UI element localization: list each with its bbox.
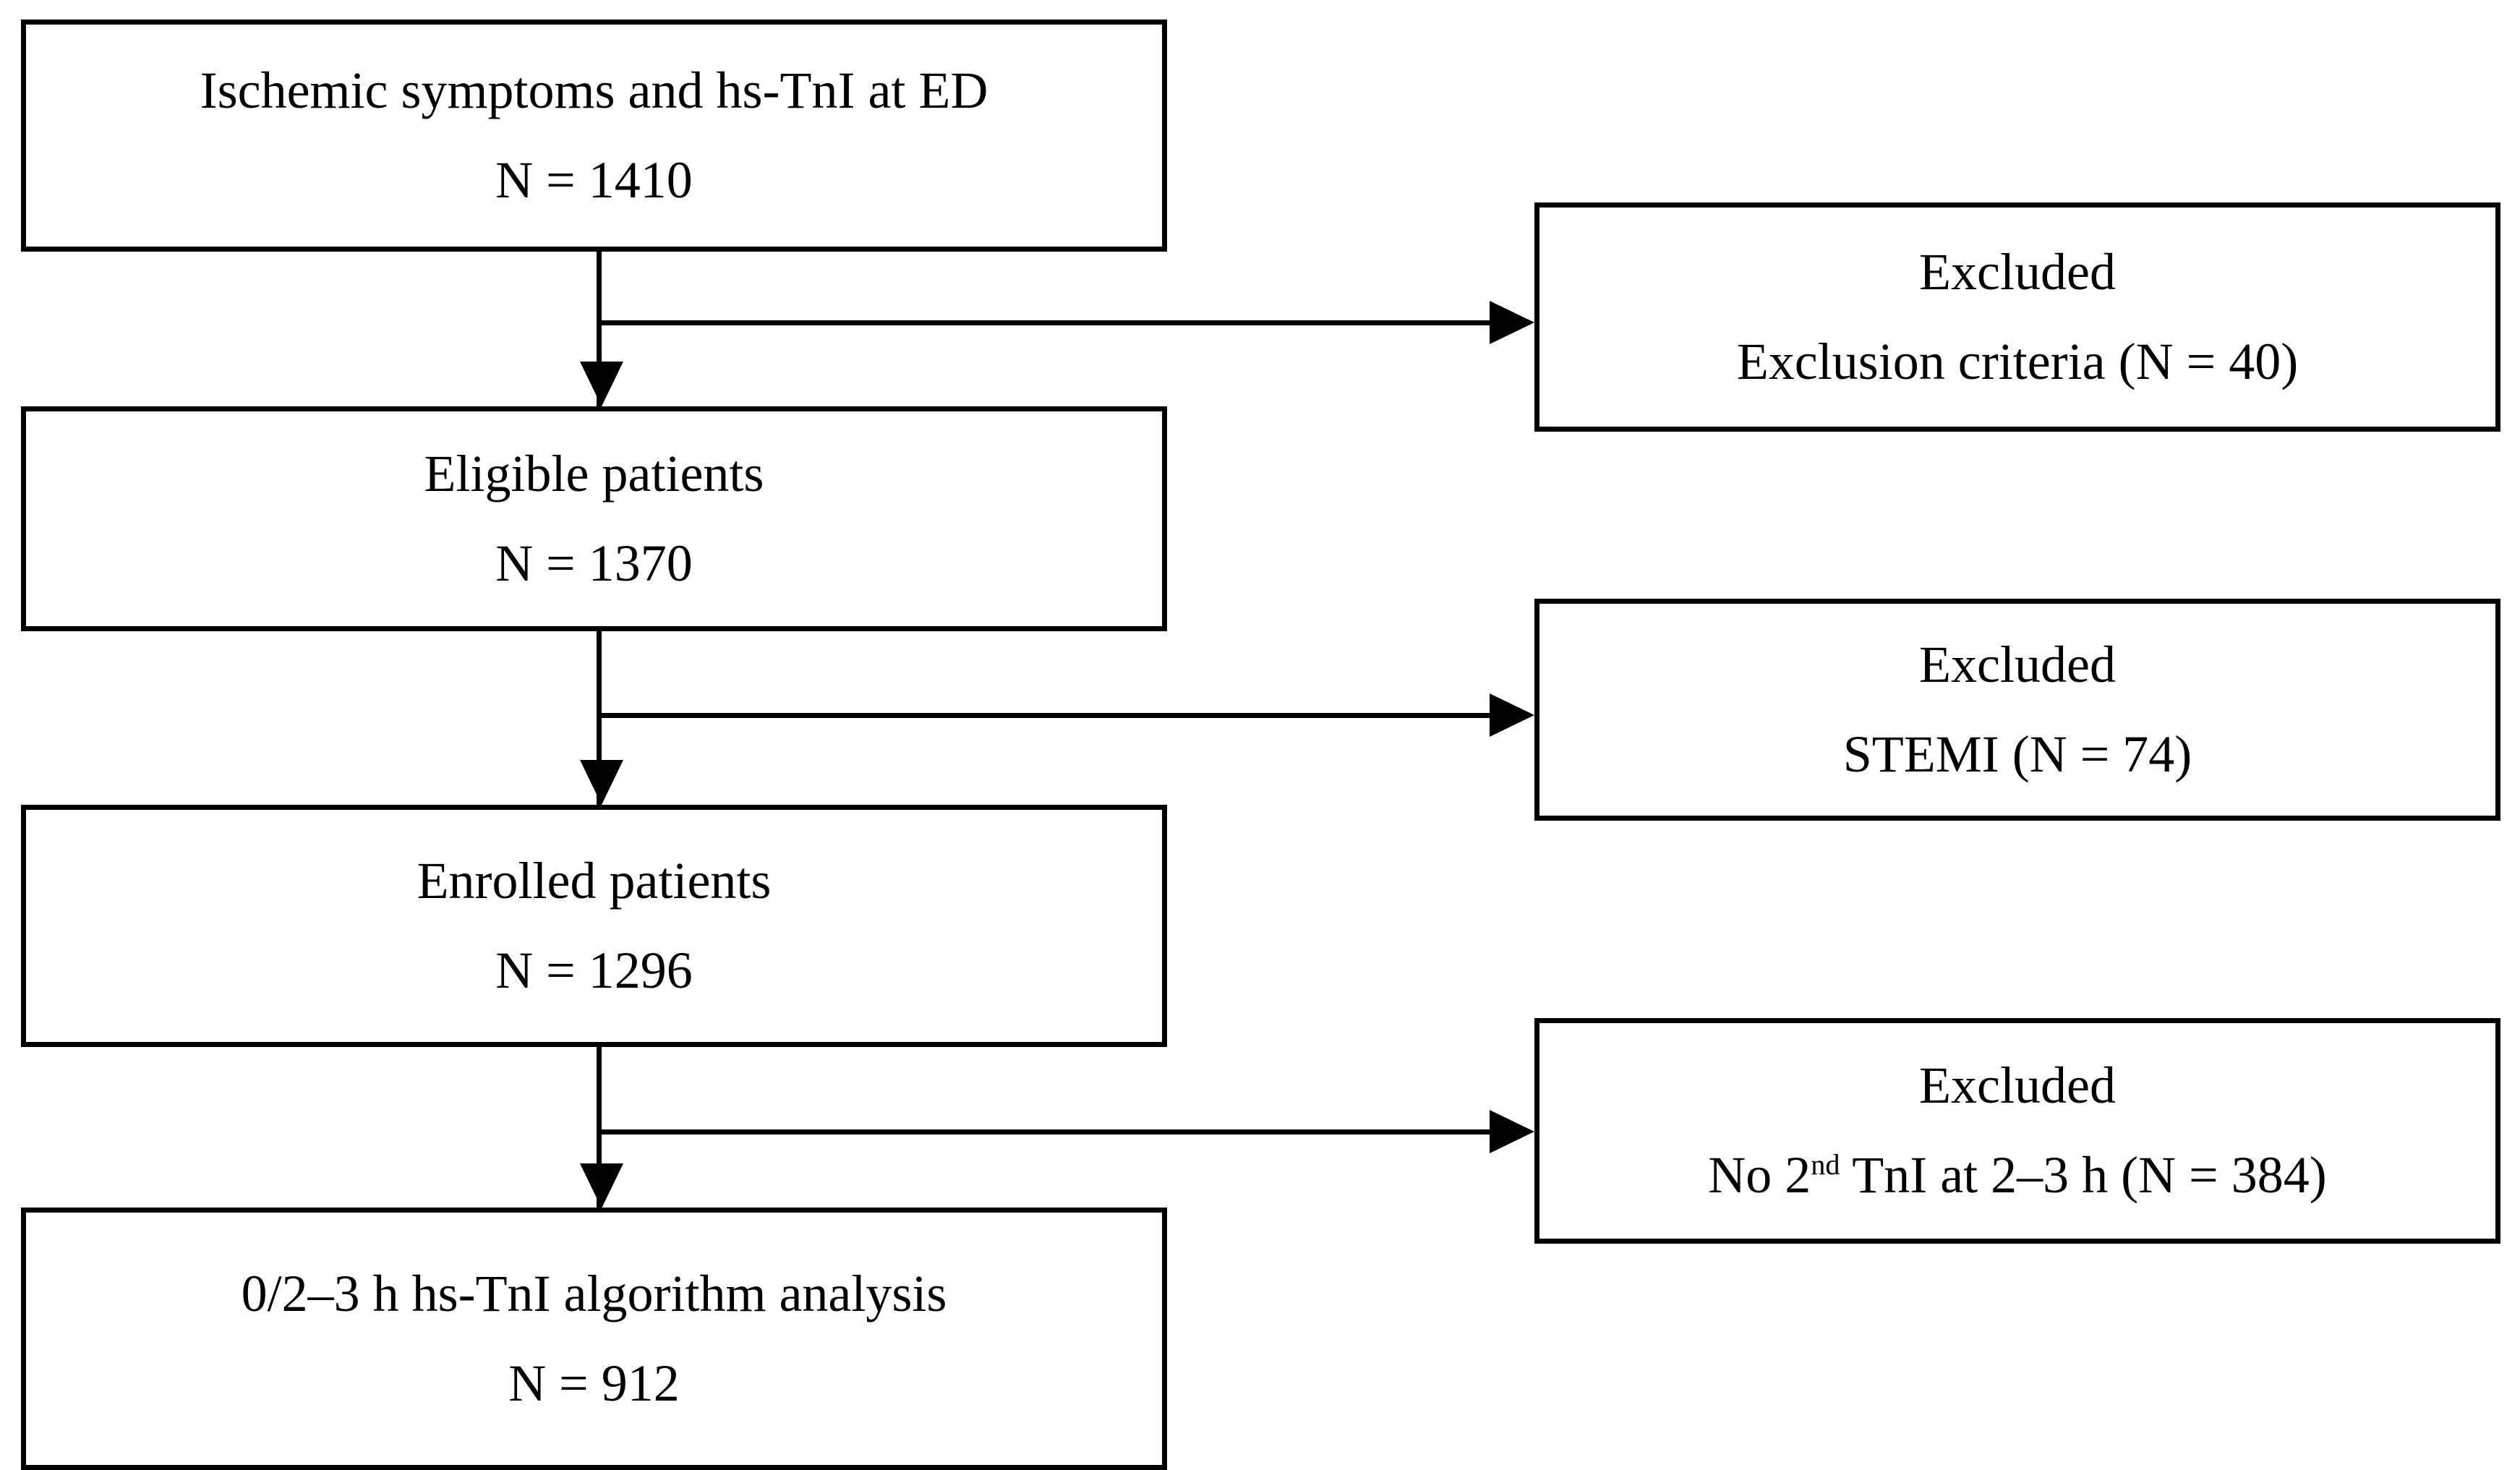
arrow-right-icon-screened-to-excluded-1 [1490,301,1534,344]
connector-eligible-to-excluded-2-line [599,713,1508,718]
arrow-down-icon-screened-to-eligible [580,362,623,406]
arrow-down-icon-enrolled-to-analysis [580,1163,623,1208]
node-excluded-exclusion-criteria: Excluded Exclusion criteria (N = 40) [1534,202,2500,432]
node-excluded-2-title: Excluded [1919,635,2116,693]
node-analysis-title: 0/2–3 h hs-TnI algorithm analysis [241,1264,947,1322]
node-excluded-1-reason: Exclusion criteria (N = 40) [1736,332,2299,390]
arrow-right-icon-eligible-to-excluded-2 [1490,693,1534,737]
node-excluded-3-reason: No 2nd TnI at 2–3 h (N = 384) [1708,1146,2327,1204]
node-screened-patients: Ischemic symptoms and hs-TnI at ED N = 1… [21,20,1167,252]
node-excluded-3-reason-prefix: No 2 [1708,1146,1811,1204]
connector-screened-to-eligible-line [597,252,602,407]
node-excluded-1-title: Excluded [1919,242,2116,301]
node-excluded-3-reason-suffix: TnI at 2–3 h (N = 384) [1840,1146,2327,1204]
node-eligible-count: N = 1370 [495,534,693,592]
node-excluded-3-reason-ordinal-suffix: nd [1811,1148,1840,1181]
node-eligible-patients: Eligible patients N = 1370 [21,406,1167,631]
connector-enrolled-to-excluded-3-line [599,1129,1508,1134]
node-screened-count: N = 1410 [495,150,693,209]
connector-screened-to-excluded-1-line [599,320,1508,325]
node-eligible-title: Eligible patients [424,444,764,503]
node-excluded-3-title: Excluded [1919,1056,2116,1115]
node-excluded-no-second-tni: Excluded No 2nd TnI at 2–3 h (N = 384) [1534,1018,2500,1244]
node-enrolled-title: Enrolled patients [417,851,772,910]
node-screened-title: Ischemic symptoms and hs-TnI at ED [200,61,988,119]
node-excluded-2-reason: STEMI (N = 74) [1842,725,2192,783]
node-analysis-count: N = 912 [508,1354,680,1412]
node-enrolled-patients: Enrolled patients N = 1296 [21,805,1167,1047]
node-algorithm-analysis: 0/2–3 h hs-TnI algorithm analysis N = 91… [21,1208,1167,1470]
arrow-right-icon-enrolled-to-excluded-3 [1490,1110,1534,1153]
node-enrolled-count: N = 1296 [495,941,693,999]
connector-enrolled-to-analysis-line [597,1047,602,1209]
node-excluded-stemi: Excluded STEMI (N = 74) [1534,599,2500,821]
connector-eligible-to-enrolled-line [597,631,602,805]
arrow-down-icon-eligible-to-enrolled [580,760,623,805]
